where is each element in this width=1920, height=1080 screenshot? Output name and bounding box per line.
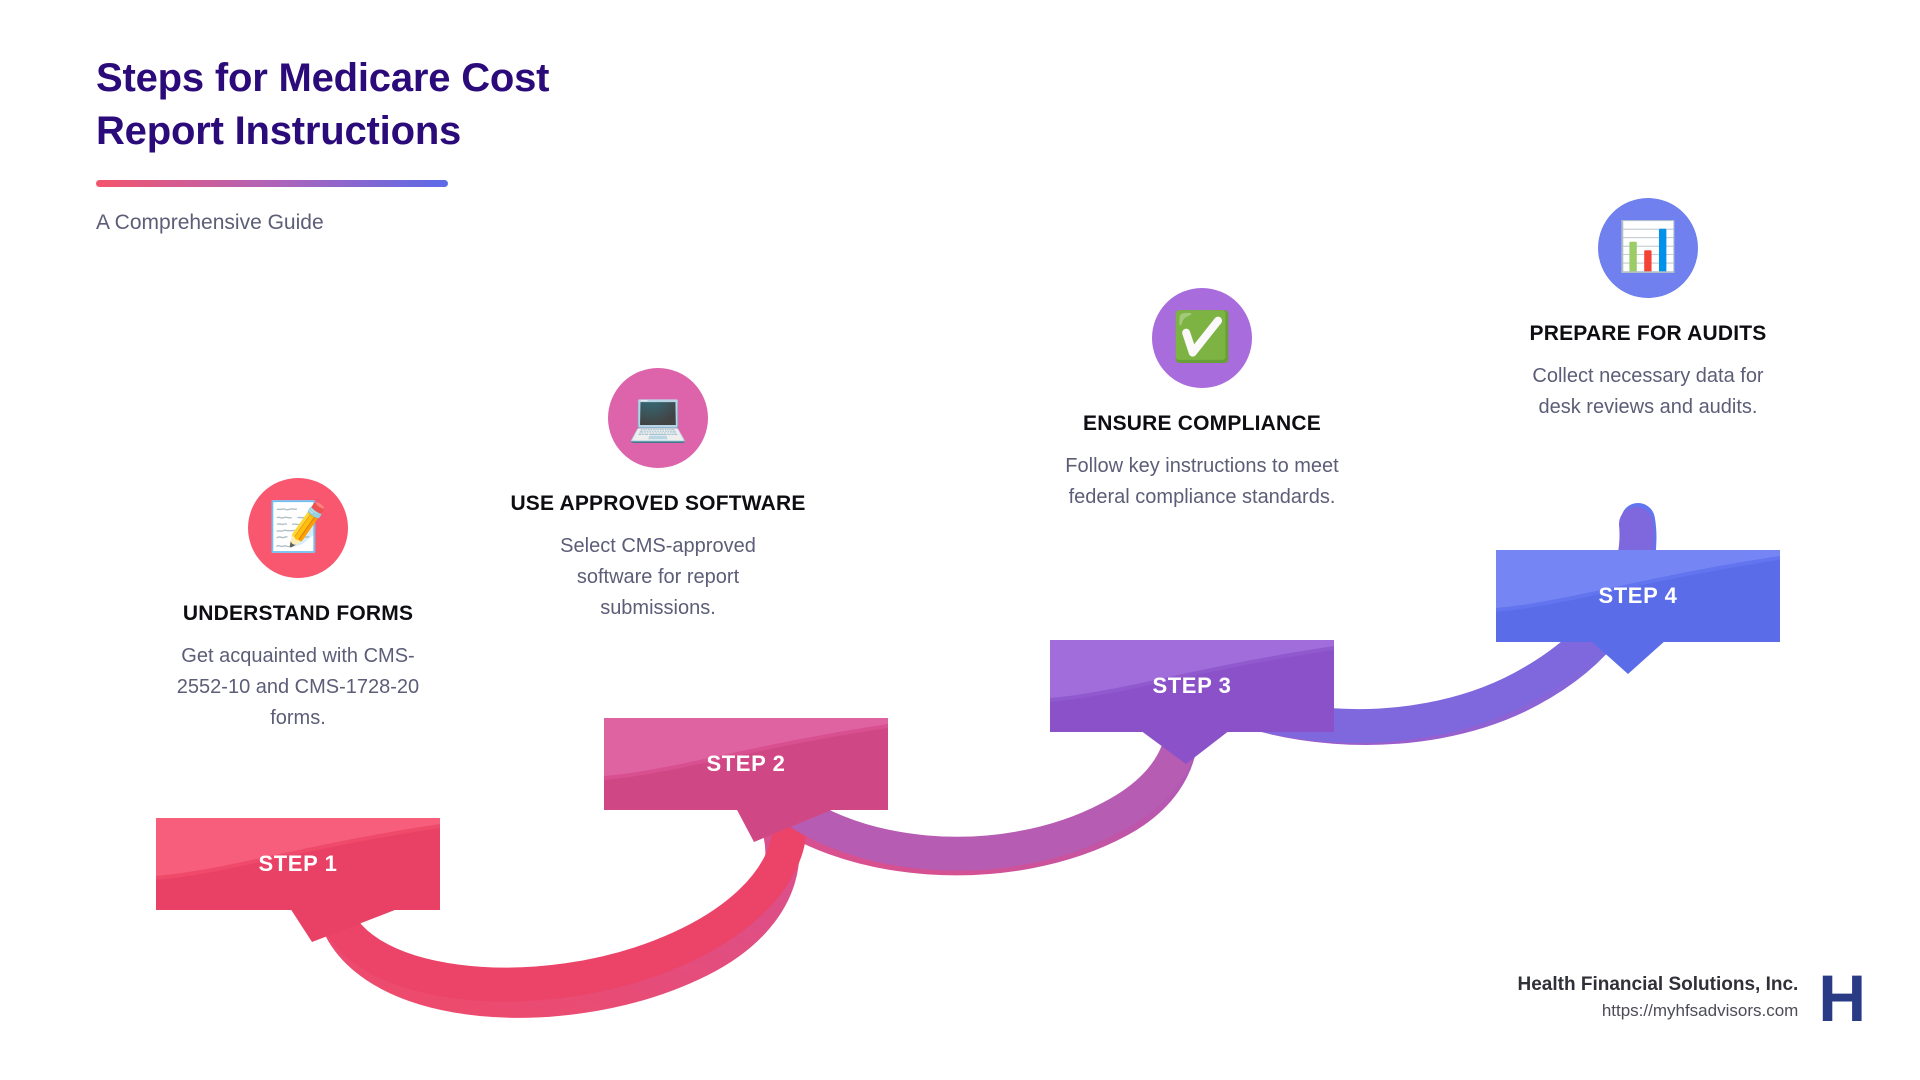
- step-1-heading: UNDERSTAND FORMS: [182, 602, 414, 625]
- step-4-banner-label: STEP 4: [1598, 583, 1678, 608]
- title-divider: [96, 180, 448, 188]
- footer-website-url[interactable]: https://myhfsadvisors.com: [1601, 1001, 1799, 1021]
- step-column-4: 📊 PREPARE FOR AUDITS Collect necessary d…: [1498, 198, 1798, 423]
- footer: Health Financial Solutions, Inc. https:/…: [1518, 960, 1866, 1035]
- company-logo: H: [1818, 960, 1866, 1035]
- footer-text-block: Health Financial Solutions, Inc. https:/…: [1518, 972, 1799, 1024]
- step-2-description: Select CMS-approved software for report …: [560, 535, 756, 620]
- step-3-banner-label: STEP 3: [1152, 673, 1232, 698]
- step-2-icon-circle: 💻: [608, 368, 708, 468]
- page-subtitle: A Comprehensive Guide: [96, 211, 324, 235]
- step-4-icon-circle: 📊: [1598, 198, 1698, 298]
- bar-chart-icon: 📊: [1618, 221, 1678, 274]
- step-2-banner-wave: [604, 718, 888, 810]
- step-1-description: Get acquainted with CMS-2552-10 and CMS-…: [176, 645, 420, 730]
- step-column-1: 📝 UNDERSTAND FORMS Get acquainted with C…: [148, 478, 448, 734]
- step-1-banner-wave: [156, 818, 440, 910]
- step-1-banner-label: STEP 1: [258, 851, 338, 876]
- page-title: Steps for Medicare Cost Report Instructi…: [96, 56, 550, 154]
- step-3-heading: ENSURE COMPLIANCE: [1083, 412, 1321, 435]
- footer-company-name: Health Financial Solutions, Inc.: [1517, 973, 1799, 995]
- step-2-heading: USE APPROVED SOFTWARE: [510, 492, 806, 515]
- step-3-banner[interactable]: STEP 3: [1050, 640, 1334, 732]
- header-block: Steps for Medicare Cost Report Instructi…: [96, 52, 736, 237]
- memo-pencil-icon: 📝: [268, 501, 328, 554]
- step-3-icon-circle: ✅: [1152, 288, 1252, 388]
- step-4-description: Collect necessary data for desk reviews …: [1532, 365, 1764, 419]
- step-1-banner[interactable]: STEP 1: [156, 818, 440, 910]
- step-4-banner[interactable]: STEP 4: [1496, 550, 1780, 642]
- step-3-description: Follow key instructions to meet federal …: [1065, 455, 1339, 509]
- step-2-banner[interactable]: STEP 2: [604, 718, 888, 810]
- step-4-banner-wave: [1496, 550, 1780, 642]
- step-3-banner-tail: [1140, 730, 1230, 764]
- step-2-banner-tail: [736, 808, 836, 842]
- step-4-heading: PREPARE FOR AUDITS: [1529, 322, 1767, 345]
- step-1-banner-tail: [290, 908, 400, 942]
- check-mark-button-icon: ✅: [1172, 311, 1232, 364]
- step-3-banner-wave: [1050, 640, 1334, 732]
- step-2-banner-label: STEP 2: [706, 751, 786, 776]
- step-1-icon-circle: 📝: [248, 478, 348, 578]
- step-4-banner-tail: [1590, 640, 1666, 674]
- step-column-3: ✅ ENSURE COMPLIANCE Follow key instructi…: [1052, 288, 1352, 513]
- step-column-2: 💻 USE APPROVED SOFTWARE Select CMS-appro…: [508, 368, 808, 624]
- laptop-icon: 💻: [628, 391, 688, 444]
